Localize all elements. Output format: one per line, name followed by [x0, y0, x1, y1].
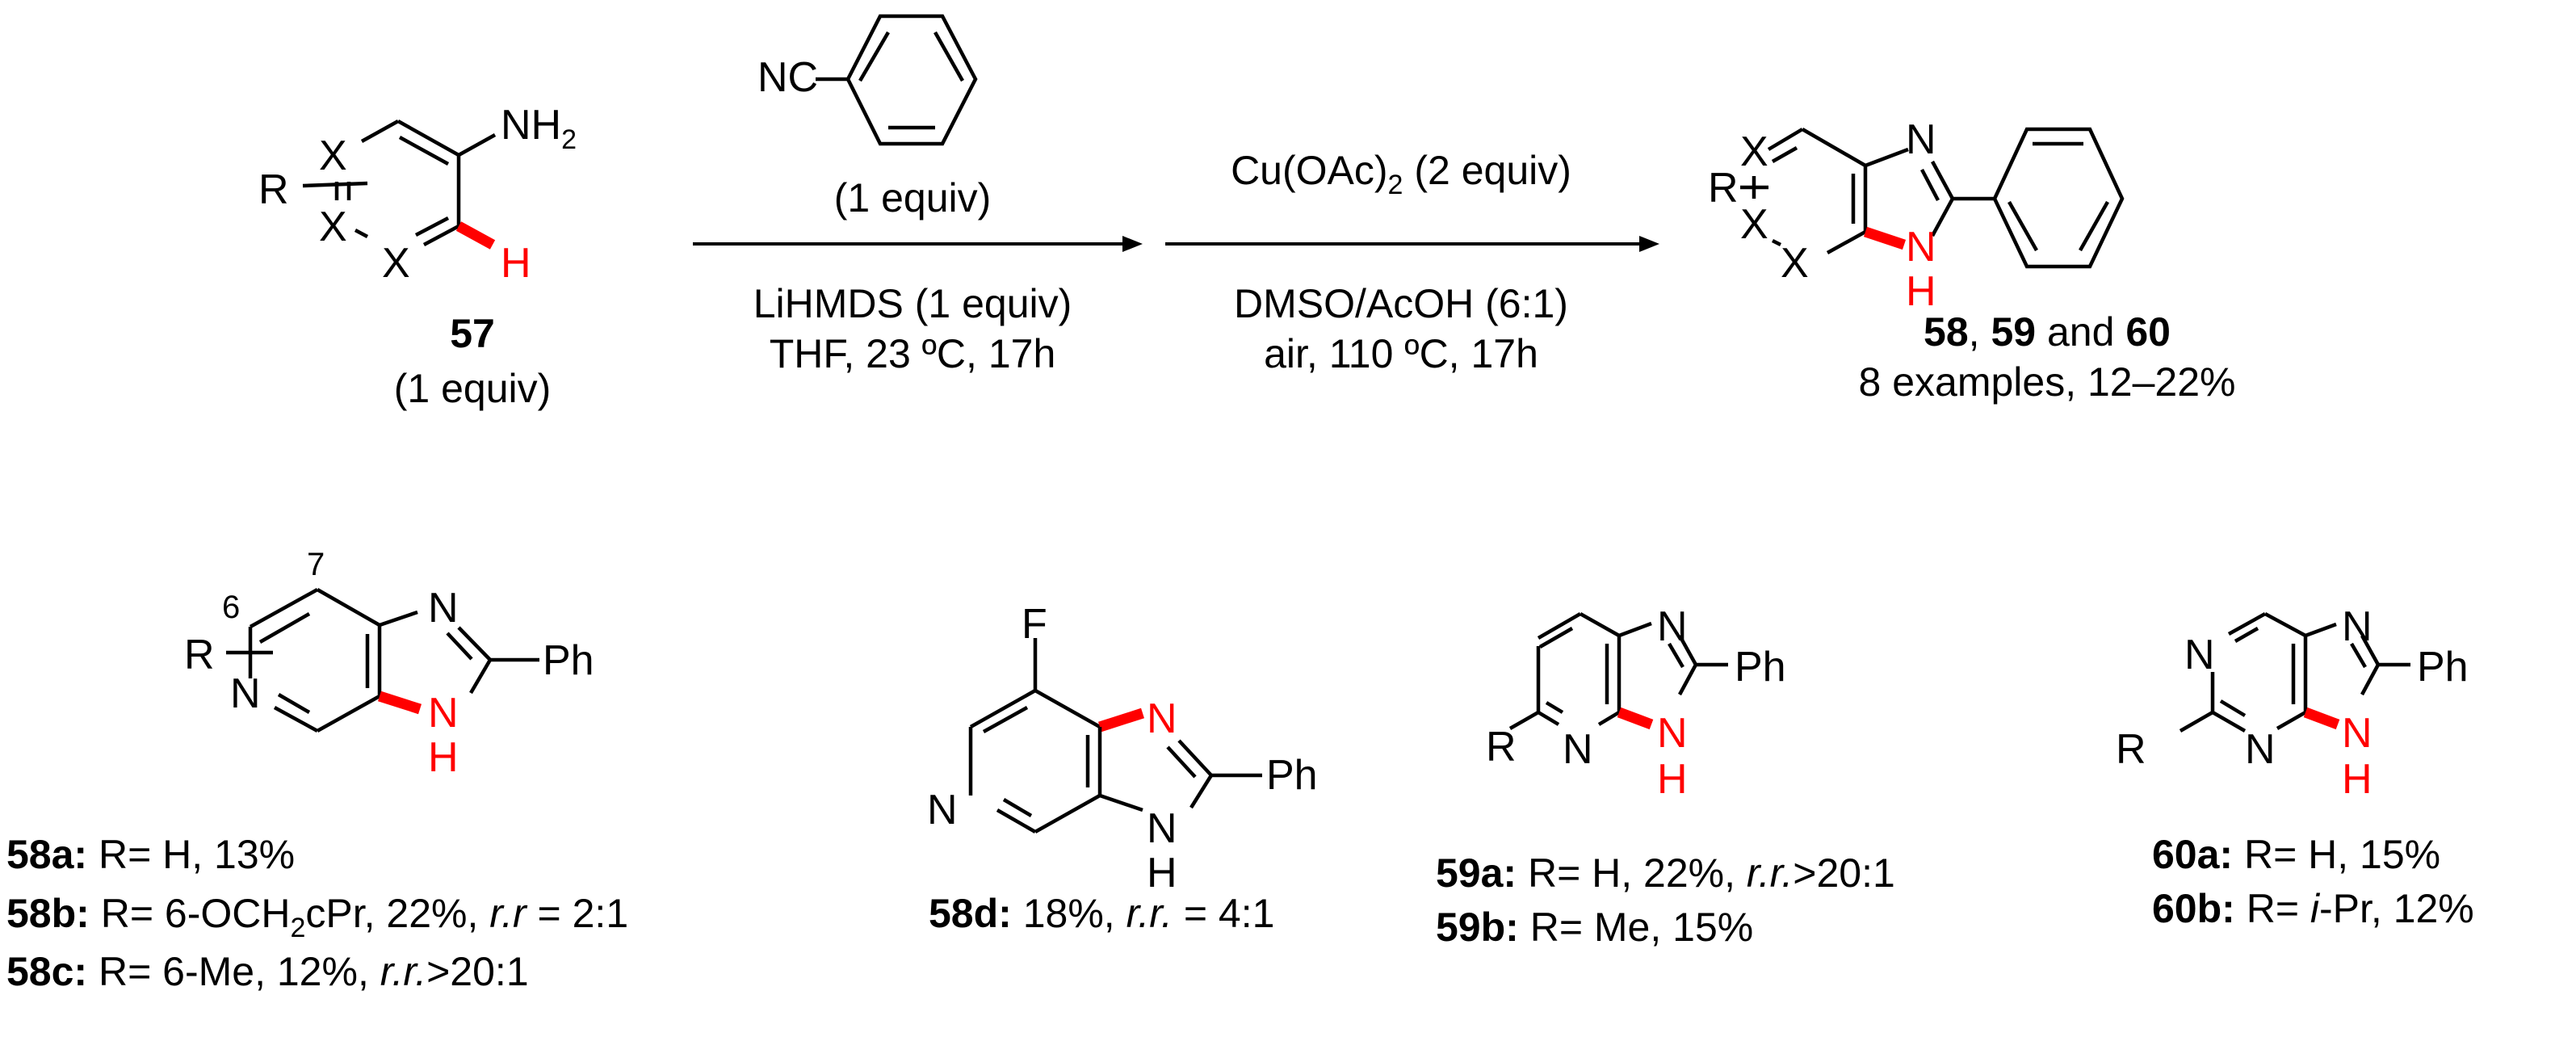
nh-hydrogen-label: H — [1147, 850, 1177, 896]
nh-nitrogen-label: N — [1147, 805, 1177, 852]
product-compound-ids: 58, 59 and 60 — [1924, 309, 2171, 355]
locant-6: 6 — [222, 590, 240, 625]
entry-58c: 58c: R= 6-Me, 12%, r.r.>20:1 — [6, 949, 529, 994]
nh-hydrogen-label: H — [1657, 756, 1688, 803]
example-59-structure: R N N Ph N H — [1486, 603, 1786, 803]
nh-nitrogen-label: N — [428, 690, 459, 737]
imine-nitrogen-label: N — [1906, 116, 1936, 163]
imine-nitrogen-label: N — [428, 585, 459, 632]
starting-material-57: R X X X NH2 H 57 (1 equiv) — [258, 102, 577, 411]
step2-conditions-solvent: DMSO/AcOH (6:1) — [1234, 281, 1568, 326]
entry-59b: 59b: R= Me, 15% — [1436, 905, 1753, 950]
nh-hydrogen-label: H — [2342, 756, 2373, 803]
step2-conditions-temp: air, 110 ºC, 17h — [1264, 331, 1538, 376]
nh-hydrogen-label: H — [1906, 268, 1936, 315]
step1-conditions-base: LiHMDS (1 equiv) — [753, 281, 1072, 326]
pyridine-nitrogen-label: N — [1563, 726, 1593, 773]
entry-60a: 60a: R= H, 15% — [2152, 832, 2440, 877]
pyridine-nitrogen-label: N — [230, 670, 261, 717]
x-atom-label: X — [319, 204, 347, 250]
step2-reagent: Cu(OAc)2 (2 equiv) — [1231, 148, 1571, 200]
example-58d-structure: F N N Ph N H — [927, 601, 1318, 896]
locant-7: 7 — [307, 547, 325, 582]
r-group-label: R — [1486, 724, 1517, 770]
amine-label: NH2 — [501, 102, 577, 155]
product-general-structure: R X X X N N H 58, 59 and 60 8 examples, … — [1708, 116, 2235, 405]
product-summary: 8 examples, 12–22% — [1859, 359, 2236, 405]
benzonitrile-equiv: (1 equiv) — [834, 175, 992, 220]
entry-58b: 58b: R= 6-OCH2cPr, 22%, r.r = 2:1 — [6, 891, 628, 943]
x-atom-label: X — [382, 240, 410, 287]
compound-57-equiv: (1 equiv) — [394, 366, 552, 411]
x-atom-label: X — [1781, 240, 1809, 287]
phenyl-label: Ph — [1266, 752, 1318, 799]
example-58-structure: 6 7 R N N Ph N H — [184, 547, 594, 781]
entry-58d: 58d: 18%, r.r. = 4:1 — [929, 891, 1274, 936]
phenyl-label: Ph — [2417, 644, 2469, 691]
nh-nitrogen-label: N — [1906, 224, 1936, 271]
example-60-structure: R N N N Ph N H — [2116, 603, 2469, 803]
r-group-label: R — [2116, 726, 2146, 773]
r-group-label: R — [184, 632, 215, 678]
nitrile-group-label: NC — [757, 54, 818, 101]
imine-nitrogen-label: N — [2342, 603, 2373, 650]
r-group-label: R — [258, 166, 289, 213]
fluorine-label: F — [1022, 601, 1047, 648]
entry-58a: 58a: R= H, 13% — [6, 832, 295, 877]
r-group-label: R — [1708, 165, 1739, 212]
phenyl-label: Ph — [1735, 644, 1786, 691]
x-atom-label: X — [319, 132, 347, 179]
pyridine-nitrogen-label: N — [927, 787, 958, 833]
pyrimidine-nitrogen-label: N — [2184, 632, 2215, 678]
compound-57-label: 57 — [450, 311, 495, 356]
reactive-hydrogen-label: H — [501, 240, 531, 287]
nh-nitrogen-label: N — [1657, 710, 1688, 757]
imine-nitrogen-label-highlight: N — [1147, 695, 1177, 742]
imine-nitrogen-label: N — [1657, 603, 1688, 650]
phenyl-label: Ph — [543, 637, 594, 684]
entry-60b: 60b: R= i-Pr, 12% — [2152, 886, 2474, 931]
nh-hydrogen-label: H — [428, 734, 459, 781]
x-atom-label: X — [1740, 201, 1768, 248]
entry-59a: 59a: R= H, 22%, r.r.>20:1 — [1436, 850, 1895, 896]
reaction-arrow-2 — [1165, 236, 1659, 252]
x-atom-label: X — [1740, 128, 1768, 175]
nh-nitrogen-label: N — [2342, 710, 2373, 757]
pyrimidine-nitrogen-label: N — [2245, 726, 2276, 773]
step1-conditions-solvent: THF, 23 ºC, 17h — [770, 331, 1056, 376]
reaction-arrow-1 — [693, 236, 1143, 252]
step1-reagents: NC (1 equiv) — [757, 14, 992, 220]
